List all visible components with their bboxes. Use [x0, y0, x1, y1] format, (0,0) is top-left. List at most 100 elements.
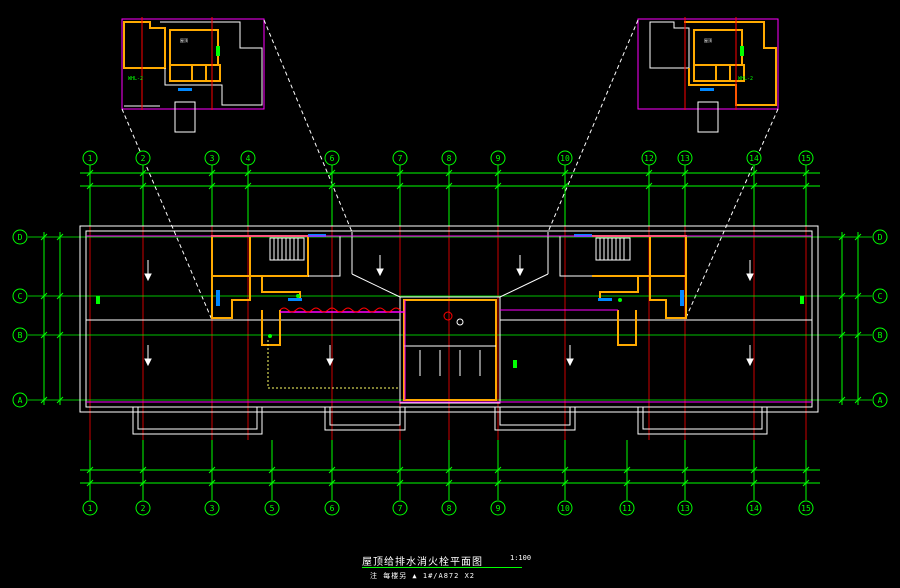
grid-bubble-bottom-15-label: 15 [801, 504, 811, 513]
drawing-title: 屋顶给排水消火栓平面图 [362, 557, 483, 568]
grid-bubble-bottom-5-label: 5 [270, 504, 275, 513]
dimension-chain-right [841, 232, 859, 405]
stair-core-left [211, 234, 341, 346]
grid-bubble-top-8-label: 8 [447, 154, 452, 163]
dimension-tick [56, 292, 64, 300]
grid-bubble-bottom-13-label: 13 [680, 504, 690, 513]
grid-bubble-bottom-1: 1 [82, 500, 98, 516]
grid-bubble-bottom-3: 3 [204, 500, 220, 516]
dimension-tick [802, 182, 810, 190]
grid-bubble-top-14-label: 14 [749, 154, 759, 163]
grid-bubble-left-A-label: A [18, 396, 23, 405]
grid-bubble-right-C-label: C [878, 292, 883, 301]
dimension-tick [86, 182, 94, 190]
grid-bubble-right-D-label: D [878, 233, 883, 242]
grid-bubble-left-A: A [12, 392, 28, 408]
dimension-tick [623, 479, 631, 487]
dimension-tick [854, 233, 862, 241]
grid-bubble-bottom-2-label: 2 [141, 504, 146, 513]
dimension-tick [494, 169, 502, 177]
dimension-ticks [40, 169, 862, 487]
detail-leader-lines [121, 19, 779, 321]
svg-text:WHL-2: WHL-2 [128, 76, 143, 82]
dimension-tick [86, 479, 94, 487]
drawing-scale: 1:100 [510, 554, 532, 562]
dimension-tick [139, 466, 147, 474]
dimension-tick [208, 169, 216, 177]
grid-bubble-right-D: D [872, 229, 888, 245]
dimension-tick [494, 182, 502, 190]
dimension-tick [838, 233, 846, 241]
dimension-tick [750, 169, 758, 177]
grid-bubble-bottom-8: 8 [441, 500, 457, 516]
roof-slope-arrows [144, 255, 754, 367]
grid-bubble-bottom-8-label: 8 [447, 504, 452, 513]
dimension-tick [854, 331, 862, 339]
grid-bubble-top-10: 10 [557, 150, 573, 166]
dimension-tick [854, 396, 862, 404]
dimension-tick [623, 466, 631, 474]
grid-bubble-bottom-2: 2 [135, 500, 151, 516]
dimension-tick [139, 182, 147, 190]
grid-bubble-top-4: 4 [240, 150, 256, 166]
detail-inset-left: WHL-2 屋顶 [121, 17, 265, 133]
grid-bubble-bottom-14: 14 [746, 500, 762, 516]
dimension-tick [208, 466, 216, 474]
grid-bubble-bottom-10-label: 10 [560, 504, 570, 513]
dimension-tick [139, 169, 147, 177]
svg-text:屋顶: 屋顶 [180, 37, 188, 43]
dimension-tick [396, 479, 404, 487]
dimension-tick [561, 182, 569, 190]
dimension-tick [328, 169, 336, 177]
grid-bubble-bottom-3-label: 3 [210, 504, 215, 513]
grid-bubble-top-3-label: 3 [210, 154, 215, 163]
grid-bubble-top-13: 13 [677, 150, 693, 166]
dimension-tick [802, 479, 810, 487]
dimension-chain-top [80, 172, 820, 187]
grid-bubble-bottom-11-label: 11 [622, 504, 632, 513]
dimension-tick [561, 479, 569, 487]
dimension-tick [396, 466, 404, 474]
dimension-tick [802, 466, 810, 474]
grid-bubble-bottom-11: 11 [619, 500, 635, 516]
dimension-tick [494, 466, 502, 474]
dimension-tick [86, 466, 94, 474]
grid-bubble-top-7-label: 7 [398, 154, 403, 163]
dimension-tick [56, 331, 64, 339]
dimension-tick [681, 169, 689, 177]
dimension-tick [561, 169, 569, 177]
dimension-tick [396, 182, 404, 190]
grid-bubble-bottom-13: 13 [677, 500, 693, 516]
grid-bubble-right-A-label: A [878, 396, 883, 405]
dimension-tick [854, 292, 862, 300]
grid-bubble-top-15: 15 [798, 150, 814, 166]
grid-bubble-bottom-6: 6 [324, 500, 340, 516]
grid-bubble-left-B: B [12, 327, 28, 343]
grid-bubble-top-1: 1 [82, 150, 98, 166]
grid-bubble-bottom-7-label: 7 [398, 504, 403, 513]
dimension-tick [838, 396, 846, 404]
dimension-tick [561, 466, 569, 474]
grid-bubble-left-C-label: C [18, 292, 23, 301]
grid-bubble-left-D: D [12, 229, 28, 245]
dimension-tick [268, 466, 276, 474]
stair-core-right [559, 234, 687, 346]
grid-bubble-top-9-label: 9 [496, 154, 501, 163]
grid-bubble-bottom-9-label: 9 [496, 504, 501, 513]
grid-bubble-bottom-1-label: 1 [88, 504, 93, 513]
dimension-tick [86, 169, 94, 177]
title-underline [362, 567, 522, 568]
dimension-tick [208, 479, 216, 487]
grid-bubble-bottom-5: 5 [264, 500, 280, 516]
dimension-tick [56, 396, 64, 404]
dimension-chain-bottom [80, 469, 820, 484]
grid-bubble-top-14: 14 [746, 150, 762, 166]
grid-bubble-bottom-9: 9 [490, 500, 506, 516]
detail-inset-right: WHL-2 屋顶 [637, 17, 779, 133]
dimension-tick [750, 182, 758, 190]
drawing-title-block: 屋顶给排水消火栓平面图 1:100 注 每楼另 ▲ 1#/A872 X2 [362, 553, 531, 583]
dimension-tick [40, 292, 48, 300]
dimension-tick [445, 169, 453, 177]
dimension-tick [445, 466, 453, 474]
